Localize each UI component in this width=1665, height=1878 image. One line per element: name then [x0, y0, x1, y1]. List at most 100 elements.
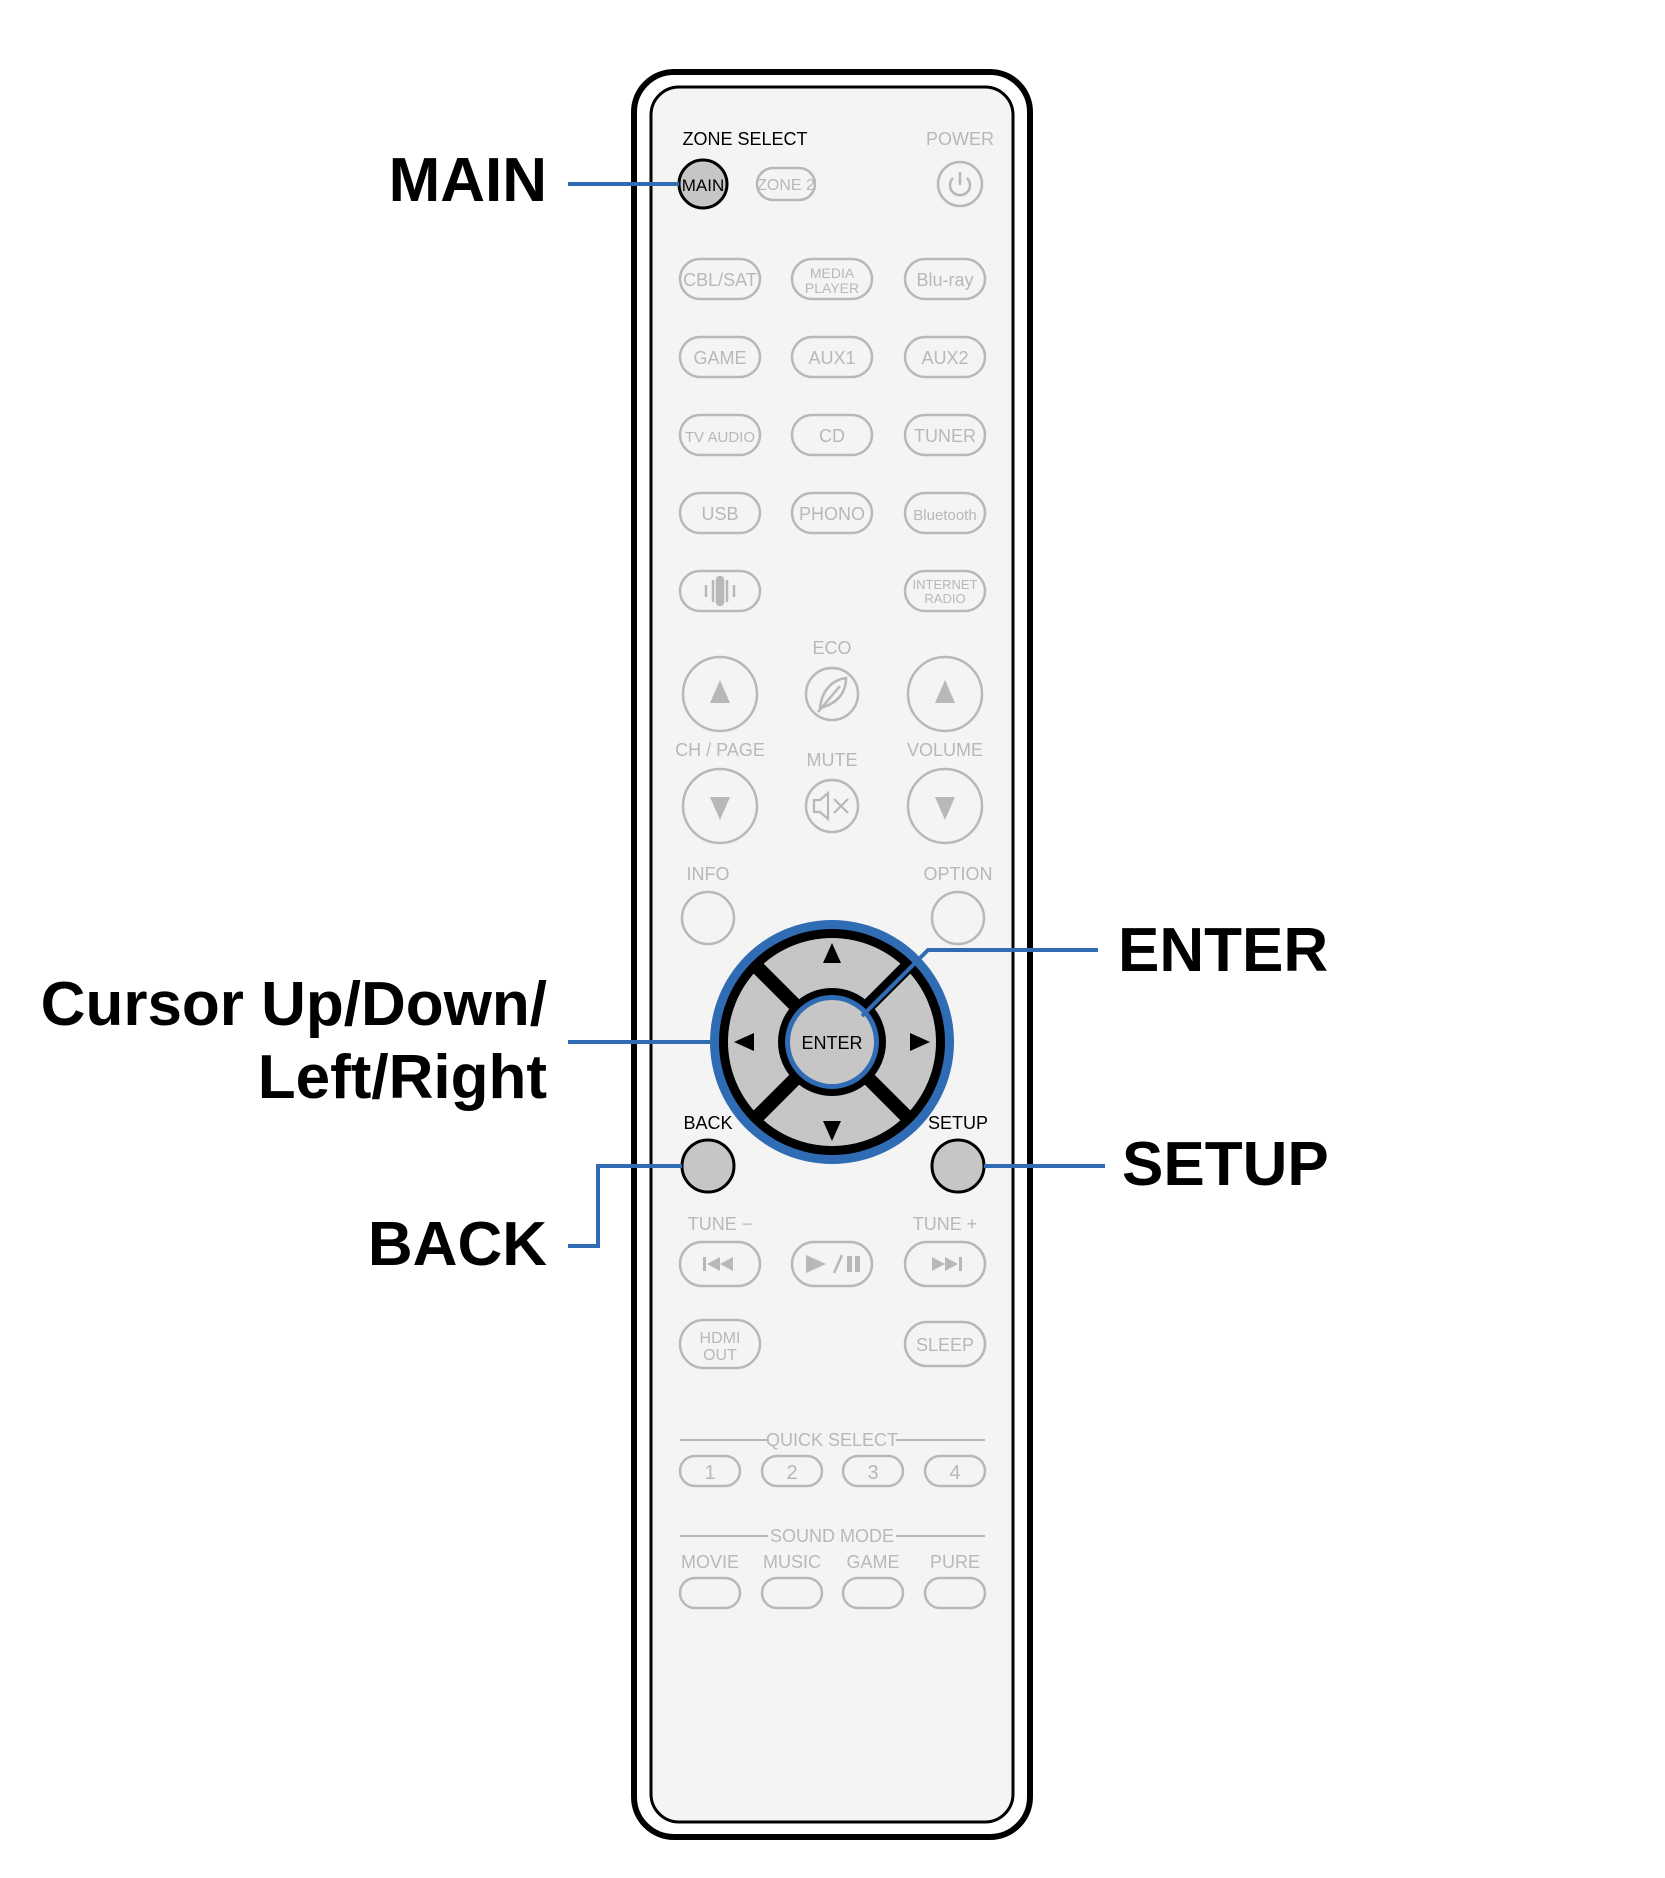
game-mode-button[interactable]	[841, 1576, 905, 1610]
back-button-label: BACK	[683, 1113, 732, 1133]
cursor-right-arrow-icon[interactable]	[910, 1033, 930, 1051]
cursor-up-arrow-icon[interactable]	[823, 943, 841, 963]
ch-up-arrow-icon	[710, 680, 730, 703]
hdmi-out-button[interactable]	[678, 1318, 762, 1370]
enter-button-label[interactable]: ENTER	[801, 1033, 862, 1053]
skip-back-icon	[703, 1257, 733, 1271]
cursor-down-arrow-icon[interactable]	[823, 1121, 841, 1141]
enter-callout-line	[860, 948, 1098, 1018]
ch-page-down-button[interactable]	[681, 767, 759, 845]
quick-select-3-label: 3	[867, 1462, 878, 1484]
play-pause-icon	[806, 1254, 860, 1274]
phono-label: PHONO	[799, 504, 865, 524]
phono-button[interactable]	[790, 491, 874, 535]
volume-up-button[interactable]	[906, 655, 984, 733]
internet-label: INTERNET	[913, 577, 978, 592]
quick-select-2-button[interactable]	[760, 1454, 824, 1488]
cursor-left-arrow-icon[interactable]	[734, 1033, 754, 1051]
info-label: INFO	[687, 864, 730, 884]
mute-icon	[812, 790, 849, 822]
volume-down-button[interactable]	[906, 767, 984, 845]
movie-button[interactable]	[678, 1576, 742, 1610]
game-mode-label: GAME	[846, 1552, 899, 1572]
cd-button[interactable]	[790, 413, 874, 457]
back-button[interactable]	[680, 1138, 736, 1194]
player-label: PLAYER	[805, 280, 859, 296]
enter-callout: ENTER	[1118, 916, 1329, 985]
tuner-button[interactable]	[903, 413, 987, 457]
tv-audio-button[interactable]	[678, 413, 762, 457]
zone2-button-label: ZONE 2	[757, 177, 815, 194]
setup-button-label: SETUP	[928, 1113, 988, 1133]
hdmi-label: HDMI	[700, 1330, 741, 1347]
music-button[interactable]	[760, 1576, 824, 1610]
media-label: MEDIA	[810, 265, 855, 281]
tv-audio-label: TV AUDIO	[685, 429, 755, 446]
out-label: OUT	[703, 1347, 737, 1364]
quick-select-label: QUICK SELECT	[766, 1430, 898, 1450]
aux1-button[interactable]	[790, 335, 874, 379]
quick-select-4-label: 4	[949, 1462, 960, 1484]
back-callout-line	[568, 1164, 682, 1248]
usb-button[interactable]	[678, 491, 762, 535]
tuner-label: TUNER	[914, 426, 976, 446]
option-button[interactable]	[930, 890, 986, 946]
play-pause-button[interactable]	[790, 1240, 874, 1288]
radio-label: RADIO	[924, 591, 965, 606]
cbl-sat-button[interactable]	[678, 257, 762, 301]
back-callout: BACK	[367, 1210, 547, 1279]
setup-button[interactable]	[930, 1138, 986, 1194]
ch-page-label: CH / PAGE	[675, 740, 765, 760]
quick-select-1-label: 1	[704, 1462, 715, 1484]
main-callout: MAIN	[388, 146, 547, 215]
quick-select-3-button[interactable]	[841, 1454, 905, 1488]
media-player-button[interactable]	[790, 257, 874, 301]
pure-label: PURE	[930, 1552, 980, 1572]
zone2-button[interactable]	[755, 166, 817, 202]
quick-select-1-button[interactable]	[678, 1454, 742, 1488]
setup-callout: SETUP	[1122, 1130, 1329, 1199]
power-label: POWER	[926, 129, 994, 149]
main-button-label: MAIN	[682, 176, 725, 195]
blu-ray-label: Blu-ray	[916, 270, 973, 290]
mute-button[interactable]	[804, 778, 860, 834]
bluetooth-label: Bluetooth	[913, 507, 976, 524]
heos-icon	[704, 575, 736, 607]
game-label: GAME	[693, 348, 746, 368]
pure-button[interactable]	[923, 1576, 987, 1610]
sleep-label: SLEEP	[916, 1335, 974, 1355]
game-button[interactable]	[678, 335, 762, 379]
aux2-button[interactable]	[903, 335, 987, 379]
internet-radio-button[interactable]	[903, 569, 987, 613]
sound-mode-label: SOUND MODE	[770, 1526, 894, 1546]
leaf-icon	[817, 676, 848, 713]
volume-up-arrow-icon	[935, 680, 955, 703]
music-label: MUSIC	[763, 1552, 821, 1572]
cursor-callout-line1: Cursor Up/Down/	[40, 970, 547, 1039]
cursor-callout-line2: Left/Right	[257, 1043, 547, 1113]
heos-button[interactable]	[678, 569, 762, 613]
volume-label: VOLUME	[907, 740, 983, 760]
tune-plus-button[interactable]	[903, 1240, 987, 1288]
info-button[interactable]	[680, 890, 736, 946]
tune-minus-label: TUNE −	[688, 1214, 753, 1234]
bluetooth-button[interactable]	[903, 491, 987, 535]
eco-button[interactable]	[804, 666, 860, 722]
power-button[interactable]	[936, 160, 984, 208]
aux1-label: AUX1	[808, 348, 855, 368]
usb-label: USB	[701, 504, 738, 524]
ch-page-up-button[interactable]	[681, 655, 759, 733]
sleep-button[interactable]	[903, 1320, 987, 1368]
cursor-pad[interactable]	[710, 920, 954, 1164]
cursor-callout: Cursor Up/Down/ Left/Right	[41, 968, 547, 1114]
volume-down-arrow-icon	[935, 797, 955, 820]
quick-select-4-button[interactable]	[923, 1454, 987, 1488]
cd-label: CD	[819, 426, 845, 446]
tune-minus-button[interactable]	[678, 1240, 762, 1288]
power-icon	[948, 172, 972, 197]
ch-down-arrow-icon	[710, 797, 730, 820]
blu-ray-button[interactable]	[903, 257, 987, 301]
aux2-label: AUX2	[921, 348, 968, 368]
quick-select-2-label: 2	[786, 1462, 797, 1484]
